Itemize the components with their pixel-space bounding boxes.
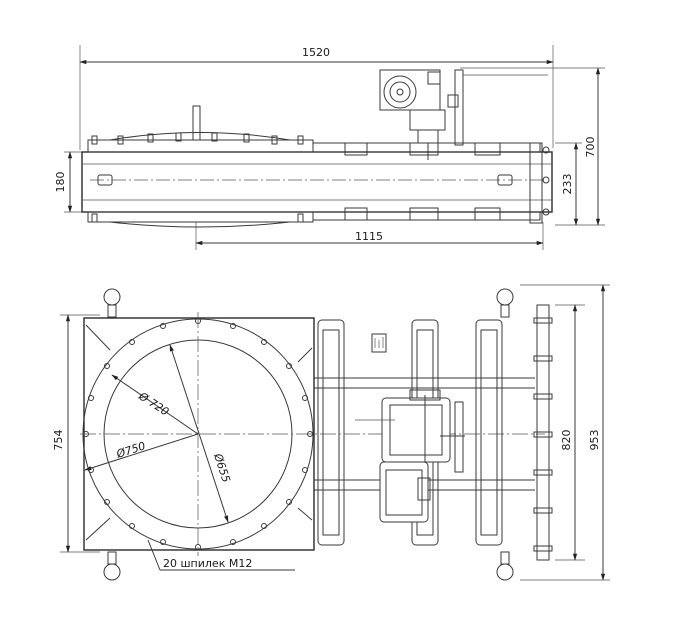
stud-callout: 20 шпилек М12 [163,557,252,570]
dim-label-700: 700 [584,137,597,158]
frame-1 [317,319,345,546]
dim-label-233: 233 [561,174,574,195]
stud-leader [147,539,161,571]
plan-view: 754 820 953 [52,284,610,581]
gate-body [81,151,553,213]
dim-label-1115: 1115 [355,230,383,243]
actuator-plan [355,389,465,523]
dim-label-820: 820 [560,430,573,451]
dim-label-180: 180 [54,172,67,193]
actuator-top [379,69,548,160]
leader-655 [169,344,229,523]
dia-label-750: Ø750 [114,439,147,461]
frame-3 [475,319,503,546]
dia-label-720: Ø 720 [136,389,172,419]
dim-label-754: 754 [52,430,65,451]
dim-label-953: 953 [588,430,601,451]
spindle [192,105,201,141]
top-view: 1520 700 233 180 1115 [54,45,605,250]
dim-label-1520: 1520 [302,46,330,59]
marking-plate-icon [371,333,387,353]
lifting-eyes [103,288,514,581]
